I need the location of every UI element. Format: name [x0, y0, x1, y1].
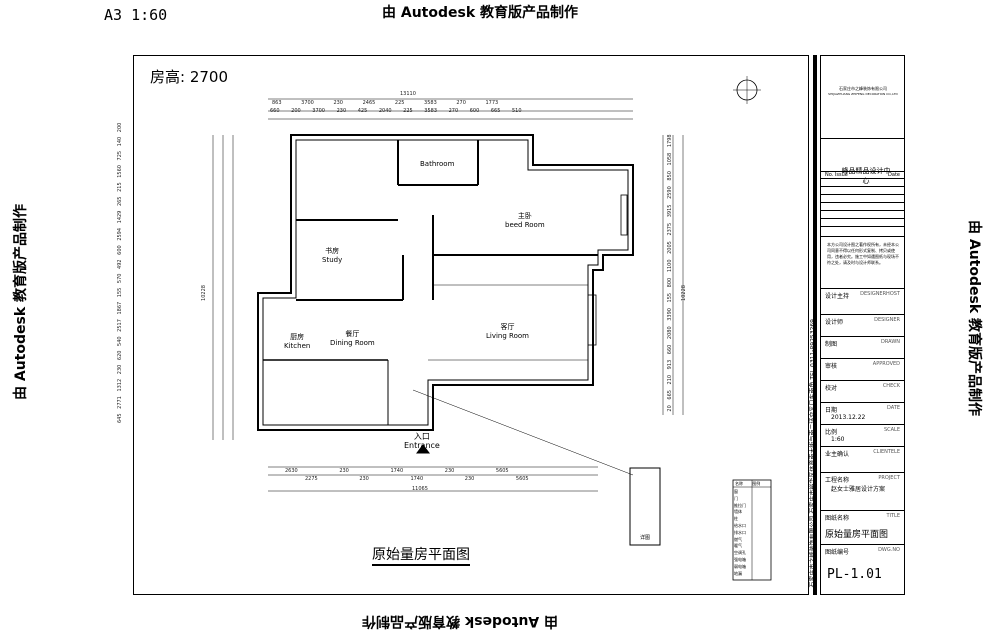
sheet-divider: [813, 55, 817, 595]
outer-wall-inner: [262, 139, 629, 426]
legend-row: 给水口: [734, 522, 746, 528]
dim-top-row1: 863 3700 230 2465 225 3583 270 1773: [272, 100, 499, 106]
drawing-sheet: [133, 55, 809, 595]
dim-bottom-total: 11065: [412, 486, 428, 492]
legend-row: 柱: [734, 516, 738, 522]
title-block-value: 原始量房平面图: [825, 530, 889, 540]
outer-wall: [257, 134, 634, 431]
company-logo: 石家庄市之峰装饰有限公司 SHIJIAZHUANG ZHIFENG DECORA…: [828, 86, 898, 96]
dim-top-total: 13110: [400, 91, 416, 97]
title-block-label-en: CLIENTELE: [873, 449, 900, 455]
dim-top-row2: 660 200 3700 230 425 2040 225 3583 270 6…: [270, 108, 522, 114]
title-block-label: 比例: [825, 429, 838, 436]
title-block-value: 1:60: [831, 436, 845, 443]
detail-label: 详图: [640, 535, 651, 541]
title-block-row: 设计师 DESIGNER: [821, 314, 904, 337]
title-block-row: 设计主持 DESIGNERHOST: [821, 288, 904, 315]
dim-bottom-row1: 2630 230 1740 230 5605: [285, 468, 509, 474]
title-block-label-en: DESIGNER: [874, 317, 900, 323]
dim-left-total: 10228: [200, 285, 207, 301]
title-block-label: 业主确认: [825, 451, 850, 458]
drawing-scale: A3 1:60: [104, 6, 168, 24]
watermark-left: 由 Autodesk 教育版产品制作: [13, 203, 29, 400]
title-block-label: 设计主持: [825, 293, 850, 300]
title-block-value: PL-1.01: [827, 567, 882, 582]
dim-right-list: 20 665 210 913 660 2080 3390 155 800 110…: [667, 134, 673, 412]
title-block-label-en: PROJECT: [878, 475, 900, 481]
legend-row: 地漏: [734, 570, 742, 576]
title-block-label-en: DWG.NO: [878, 547, 900, 553]
title-block-row: 业主确认 CLIENTELE: [821, 446, 904, 473]
legend-rows: 窗门推拉门墙体柱给水口排水口燃气暖气空调孔强电箱弱电箱地漏: [734, 481, 746, 577]
title-block-label: 日期: [825, 407, 838, 414]
legend-row: 弱电箱: [734, 563, 746, 569]
title-block-row: 制图 DRAWN: [821, 336, 904, 359]
legend-row: 推拉门: [734, 502, 746, 508]
title-block-label: 制图: [825, 341, 838, 348]
floor-plan: [212, 76, 772, 581]
title-block-label: 工程名称: [825, 477, 850, 484]
detail-box: [629, 467, 661, 546]
legend-row: 窗: [734, 489, 738, 494]
dim-right-total: 10228: [680, 285, 687, 301]
drawing-title: 原始量房平面图: [372, 544, 470, 566]
title-block-label-en: DATE: [886, 405, 900, 411]
title-block-notes: 本方公司设计图之著作权所有，未经本公司同意不得以任何形式复制、拷贝或使用，违者必…: [827, 242, 899, 265]
watermark-right: 由 Autodesk 教育版产品制作: [966, 220, 982, 417]
title-block-row: 工程名称 PROJECT 赵女士雅居设计方案: [821, 472, 904, 511]
title-block-label: 审核: [825, 363, 838, 370]
legend-row: 墙体: [734, 509, 742, 515]
title-block-row: 审核 APPROVED: [821, 358, 904, 381]
window-living: [587, 294, 597, 346]
dim-left-list: 645 2771 1312 230 620 540 2517 1867 155 …: [117, 122, 123, 423]
legend-row: 空调孔: [734, 550, 746, 556]
legend-row: 强电箱: [734, 556, 746, 562]
title-block-label: 图纸名称: [825, 515, 850, 522]
ceiling-height-label: 房高: 2700: [150, 68, 228, 86]
title-block-value: 赵女士雅居设计方案: [831, 486, 886, 493]
title-block-label: 图纸编号: [825, 549, 850, 556]
legend-row: 暖气: [734, 543, 742, 549]
title-block-label-en: DRAWN: [881, 339, 900, 345]
title-block-row: 日期 DATE 2013.12.22: [821, 402, 904, 425]
title-block-row: 校对 CHECK: [821, 380, 904, 403]
title-block-label-en: TITLE: [886, 513, 900, 519]
legend-row: 排水口: [734, 529, 746, 535]
design-center: 峰品精品设计中心: [841, 167, 891, 185]
title-block-label: 设计师: [825, 319, 844, 326]
room-bathroom: Bathroom: [420, 160, 455, 168]
entrance-arrow: [416, 444, 430, 454]
legend-row: 门: [734, 495, 738, 501]
title-block-label-en: CHECK: [882, 383, 900, 389]
watermark-top: 由 Autodesk 教育版产品制作: [382, 5, 579, 21]
title-block-row: 比例 SCALE 1:60: [821, 424, 904, 447]
title-block-value: 2013.12.22: [831, 414, 866, 421]
legend-row: 燃气: [734, 536, 742, 542]
title-block-label: 校对: [825, 385, 838, 392]
title-block-label-en: APPROVED: [872, 361, 900, 367]
detail-leader: [412, 389, 634, 476]
window-bedroom: [620, 194, 628, 236]
title-block-row: 图纸名称 TITLE 原始量房平面图: [821, 510, 904, 545]
watermark-bottom: 由 Autodesk 教育版产品制作: [362, 613, 559, 629]
title-block-side-text: 石家庄市之峰装饰有限公司 石家庄市裕华区体育南大街与南二环交叉口东南角 TEL …: [809, 319, 817, 588]
title-block-row: 图纸编号 DWG.NO PL-1.01: [821, 544, 904, 597]
legend-header: 名称 图例: [735, 481, 761, 486]
title-block: 石家庄市之峰装饰有限公司 SHIJIAZHUANG ZHIFENG DECORA…: [820, 55, 905, 595]
title-block-label-en: DESIGNERHOST: [860, 291, 900, 297]
dim-bottom-row2: 2275 230 1740 230 5605: [305, 476, 529, 482]
title-block-label-en: SCALE: [883, 427, 900, 433]
